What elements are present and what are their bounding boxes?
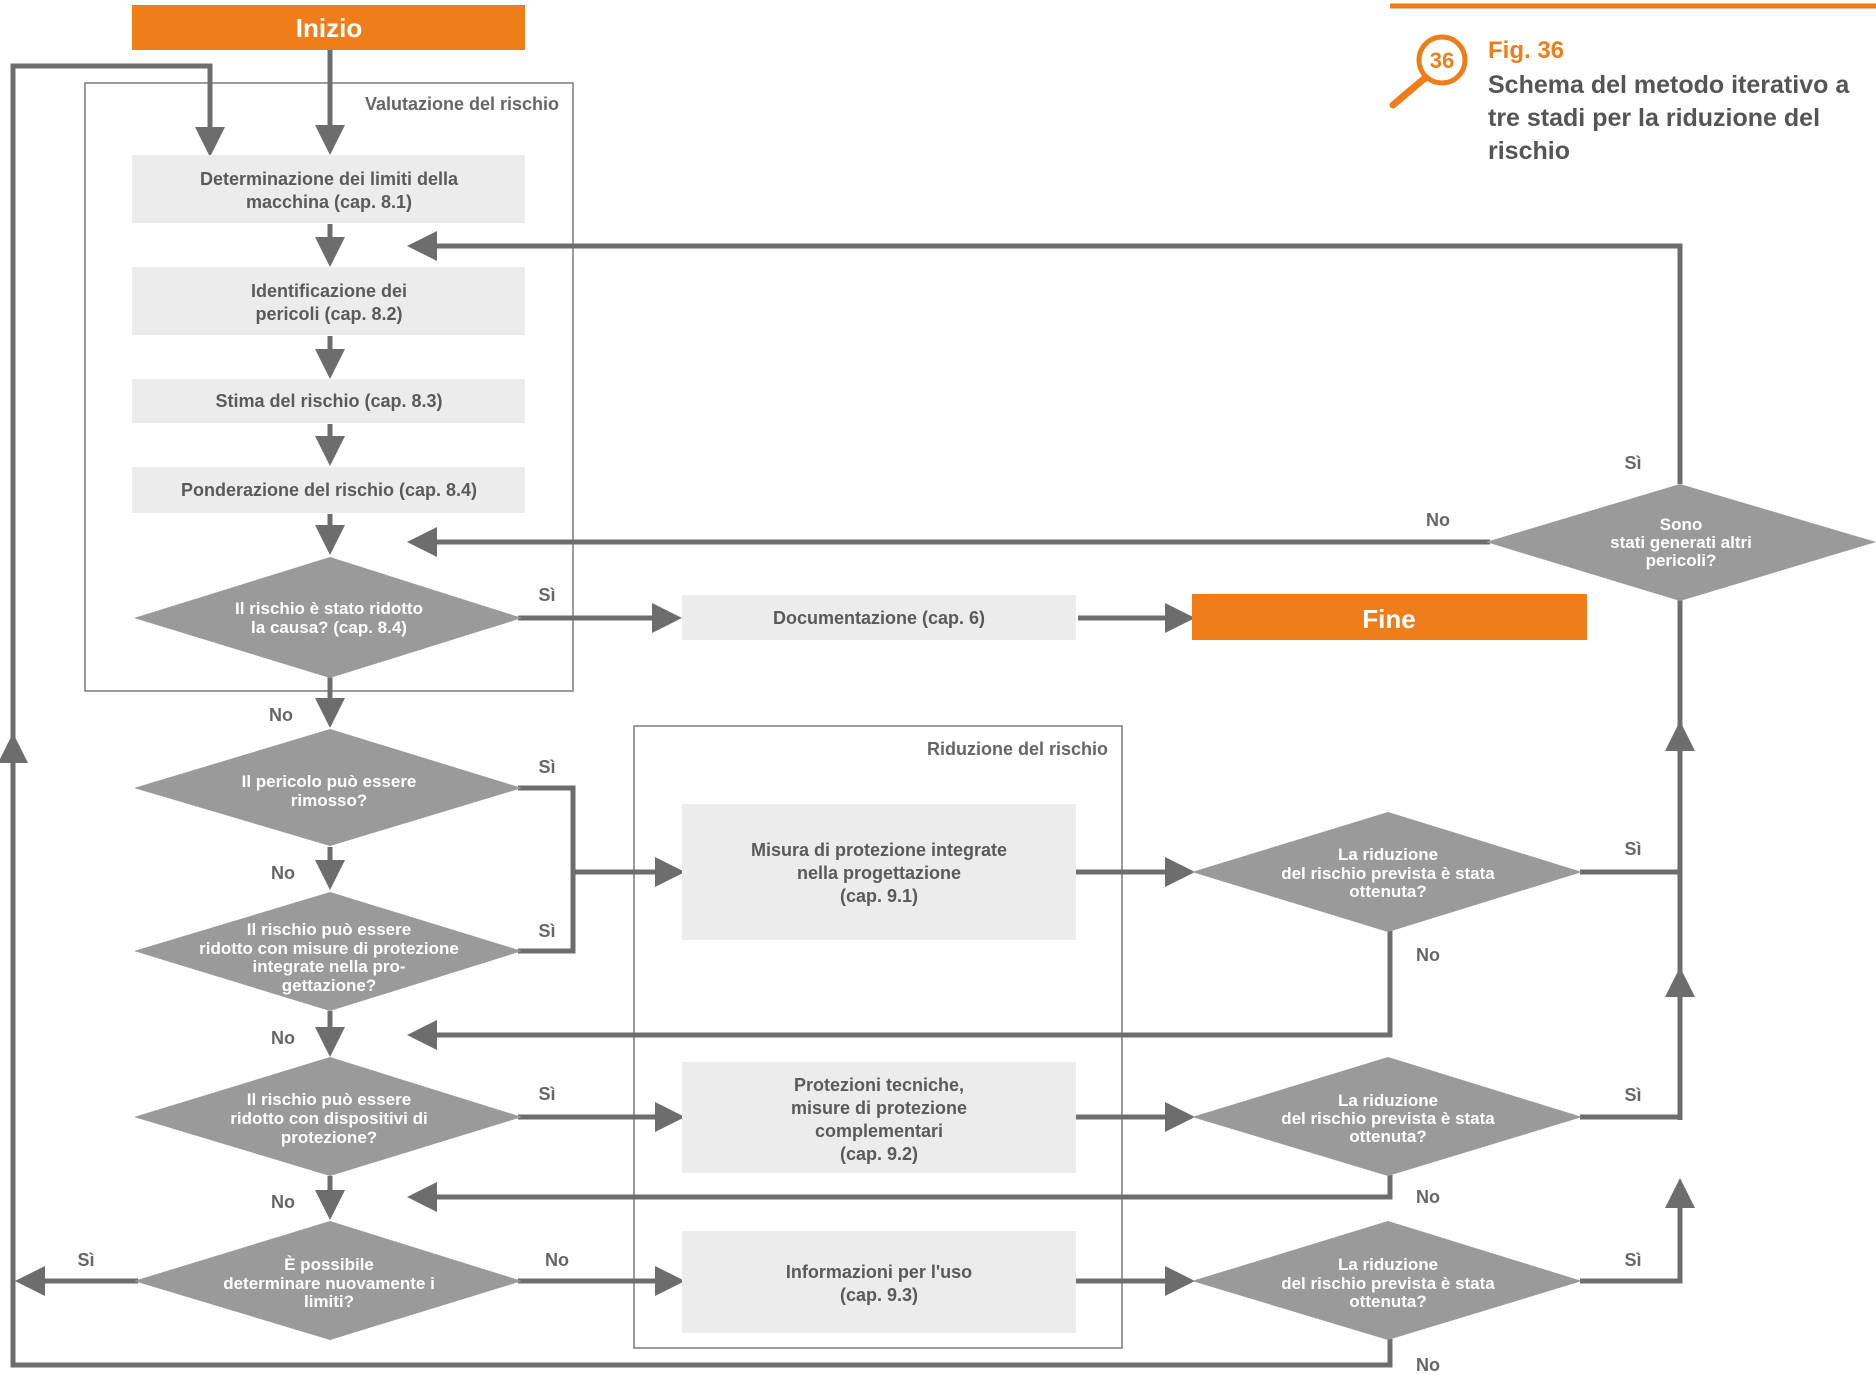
box-estimation: Stima del rischio (cap. 8.3) <box>132 379 525 423</box>
svg-text:È possibile: È possibile <box>284 1255 374 1274</box>
box-inherent-measures: Misura di protezione integrate nella pro… <box>682 804 1076 940</box>
svg-text:pericoli (cap. 8.2): pericoli (cap. 8.2) <box>255 304 402 324</box>
svg-text:rimosso?: rimosso? <box>291 791 368 810</box>
svg-text:Informazioni per l'uso: Informazioni per l'uso <box>786 1262 972 1282</box>
decision-risk-reduced: Il rischio è stato ridotto la causa? (ca… <box>134 557 522 678</box>
magnifier-icon: 36 <box>1389 34 1468 109</box>
decision-hazard-removable: Il pericolo può essere rimosso? <box>134 729 522 846</box>
svg-text:pericoli?: pericoli? <box>1646 551 1717 570</box>
label-yes: Sì <box>538 1084 555 1104</box>
label-yes: Sì <box>77 1250 94 1270</box>
svg-text:complementari: complementari <box>815 1121 943 1141</box>
svg-text:Il pericolo può essere: Il pericolo può essere <box>242 772 417 791</box>
label-no: No <box>271 1028 295 1048</box>
svg-text:protezione?: protezione? <box>281 1128 377 1147</box>
label-no: No <box>271 1192 295 1212</box>
decision-reduction-achieved-3: La riduzione del rischio prevista è stat… <box>1192 1221 1582 1340</box>
label-no: No <box>1416 1187 1440 1207</box>
svg-text:determinare nuovamente i: determinare nuovamente i <box>223 1274 435 1293</box>
svg-text:la causa? (cap. 8.4): la causa? (cap. 8.4) <box>251 618 407 637</box>
svg-text:gettazione?: gettazione? <box>282 976 376 995</box>
reduction-frame-title: Riduzione del rischio <box>927 739 1108 759</box>
svg-text:La riduzione: La riduzione <box>1338 1091 1438 1110</box>
svg-text:ottenuta?: ottenuta? <box>1349 882 1426 901</box>
assessment-frame-title: Valutazione del rischio <box>365 94 559 114</box>
svg-text:Documentazione (cap. 6): Documentazione (cap. 6) <box>773 608 985 628</box>
svg-text:Il rischio può essere: Il rischio può essere <box>247 1090 411 1109</box>
svg-text:Il rischio è stato ridotto: Il rischio è stato ridotto <box>235 599 423 618</box>
box-limits: Determinazione dei limiti della macchina… <box>132 155 525 223</box>
decision-redefine-limits: È possibile determinare nuovamente i lim… <box>134 1221 522 1340</box>
label-yes: Sì <box>1624 1250 1641 1270</box>
svg-text:Il rischio può essere: Il rischio può essere <box>247 920 411 939</box>
box-evaluation: Ponderazione del rischio (cap. 8.4) <box>132 467 525 513</box>
svg-text:Misura di protezione integrate: Misura di protezione integrate <box>751 840 1007 860</box>
svg-text:ottenuta?: ottenuta? <box>1349 1292 1426 1311</box>
start-terminal <box>132 5 525 50</box>
end-terminal <box>1192 594 1587 640</box>
decision-reduction-achieved-2: La riduzione del rischio prevista è stat… <box>1192 1057 1582 1176</box>
label-no: No <box>271 863 295 883</box>
label-no: No <box>269 705 293 725</box>
svg-text:La riduzione: La riduzione <box>1338 1255 1438 1274</box>
connectors <box>0 50 1695 1368</box>
label-yes: Sì <box>1624 1085 1641 1105</box>
box-safeguarding: Protezioni tecniche, misure di protezion… <box>682 1062 1076 1173</box>
svg-text:stati generati altri: stati generati altri <box>1610 533 1752 552</box>
box-documentation: Documentazione (cap. 6) <box>682 595 1076 640</box>
svg-text:Determinazione dei limiti dell: Determinazione dei limiti della <box>200 169 459 189</box>
decision-protective-devices: Il rischio può essere ridotto con dispos… <box>134 1057 522 1176</box>
figure-badge: 36 <box>1430 48 1454 73</box>
svg-text:misure di protezione: misure di protezione <box>791 1098 967 1118</box>
svg-text:del rischio prevista è stata: del rischio prevista è stata <box>1281 1109 1495 1128</box>
figure-number: Fig. 36 <box>1488 37 1564 64</box>
decision-inherent-design: Il rischio può essere ridotto con misure… <box>134 892 522 1011</box>
svg-text:(cap. 9.2): (cap. 9.2) <box>840 1144 918 1164</box>
label-no: No <box>1416 1355 1440 1375</box>
box-information-for-use: Informazioni per l'uso (cap. 9.3) <box>682 1231 1076 1333</box>
svg-text:limiti?: limiti? <box>304 1292 354 1311</box>
svg-text:La riduzione: La riduzione <box>1338 845 1438 864</box>
svg-text:(cap. 9.3): (cap. 9.3) <box>840 1285 918 1305</box>
svg-text:ridotto con misure di protezio: ridotto con misure di protezione <box>199 939 459 958</box>
decision-new-hazards: Sono stati generati altri pericoli? <box>1486 484 1876 601</box>
svg-text:integrate nella pro-: integrate nella pro- <box>252 957 405 976</box>
figure-title-line: rischio <box>1488 137 1570 165</box>
svg-text:ridotto con dispositivi di: ridotto con dispositivi di <box>230 1109 427 1128</box>
label-no: No <box>545 1250 569 1270</box>
label-yes: Sì <box>538 585 555 605</box>
figure-title-line: tre stadi per la riduzione del <box>1488 104 1820 132</box>
branch-labels: Sì No Sì No Sì No Sì No Sì No Sì No Sì N… <box>77 453 1641 1375</box>
label-yes: Sì <box>538 921 555 941</box>
figure-title-line: Schema del metodo iterativo a <box>1488 71 1850 99</box>
label-yes: Sì <box>1624 453 1641 473</box>
svg-text:del rischio prevista è stata: del rischio prevista è stata <box>1281 1274 1495 1293</box>
label-no: No <box>1416 945 1440 965</box>
label-yes: Sì <box>1624 839 1641 859</box>
start-label: Inizio <box>296 13 362 43</box>
svg-text:(cap. 9.1): (cap. 9.1) <box>840 886 918 906</box>
svg-text:Ponderazione del rischio (cap.: Ponderazione del rischio (cap. 8.4) <box>181 480 477 500</box>
decision-reduction-achieved-1: La riduzione del rischio prevista è stat… <box>1192 812 1582 932</box>
box-hazards: Identificazione dei pericoli (cap. 8.2) <box>132 267 525 335</box>
svg-text:Protezioni tecniche,: Protezioni tecniche, <box>794 1075 964 1095</box>
svg-text:Sono: Sono <box>1660 515 1703 534</box>
svg-text:Stima del rischio (cap. 8.3): Stima del rischio (cap. 8.3) <box>215 391 442 411</box>
label-yes: Sì <box>538 757 555 777</box>
svg-text:macchina (cap. 8.1): macchina (cap. 8.1) <box>246 192 412 212</box>
end-label: Fine <box>1362 604 1415 634</box>
svg-text:Identificazione dei: Identificazione dei <box>251 281 407 301</box>
svg-text:del rischio prevista è stata: del rischio prevista è stata <box>1281 864 1495 883</box>
svg-text:nella progettazione: nella progettazione <box>797 863 961 883</box>
svg-text:ottenuta?: ottenuta? <box>1349 1127 1426 1146</box>
label-no: No <box>1426 510 1450 530</box>
